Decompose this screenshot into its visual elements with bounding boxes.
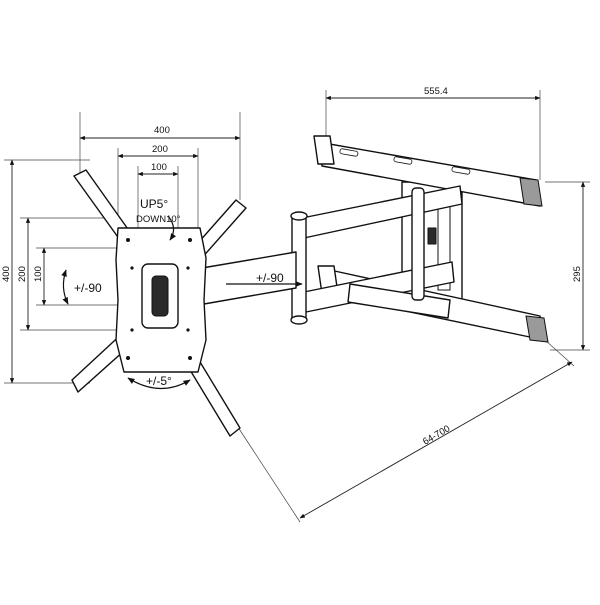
rotation-label: +/-90 bbox=[74, 281, 102, 295]
tilt-annotation: UP5° DOWN10° bbox=[136, 197, 181, 241]
arm-assembly bbox=[201, 185, 463, 325]
dimension-height-100: 100 bbox=[33, 247, 130, 306]
level-adjust-label: +/-5° bbox=[146, 374, 172, 388]
dimension-width-400: 400 bbox=[79, 112, 241, 200]
dimension-label-height-100: 100 bbox=[33, 266, 44, 282]
tilt-up-label: UP5° bbox=[140, 197, 168, 211]
dimension-label-height-400: 400 bbox=[1, 266, 12, 282]
tv-bracket bbox=[71, 169, 247, 437]
dimension-height-400: 400 bbox=[1, 159, 90, 384]
tilt-down-label: DOWN10° bbox=[136, 214, 181, 225]
dimension-label-200: 200 bbox=[152, 144, 168, 155]
rotation-annotation: +/-90 bbox=[61, 269, 102, 305]
dimension-label-400: 400 bbox=[154, 125, 170, 136]
dimension-label-extension: 64-700 bbox=[421, 423, 452, 447]
dimension-extension: 64-700 bbox=[231, 339, 575, 523]
dimension-wall-plate-height: 295 bbox=[545, 181, 590, 351]
dimension-label-555: 555.4 bbox=[424, 86, 448, 97]
level-annotation: +/-5° bbox=[127, 374, 191, 390]
dimension-label-100: 100 bbox=[151, 162, 167, 173]
dimension-label-295: 295 bbox=[572, 266, 583, 282]
dimension-width-100: 100 bbox=[137, 162, 179, 228]
dimension-label-height-200: 200 bbox=[17, 266, 28, 282]
swivel-annotation: +/-90 bbox=[226, 271, 303, 287]
swivel-label: +/-90 bbox=[256, 271, 284, 285]
